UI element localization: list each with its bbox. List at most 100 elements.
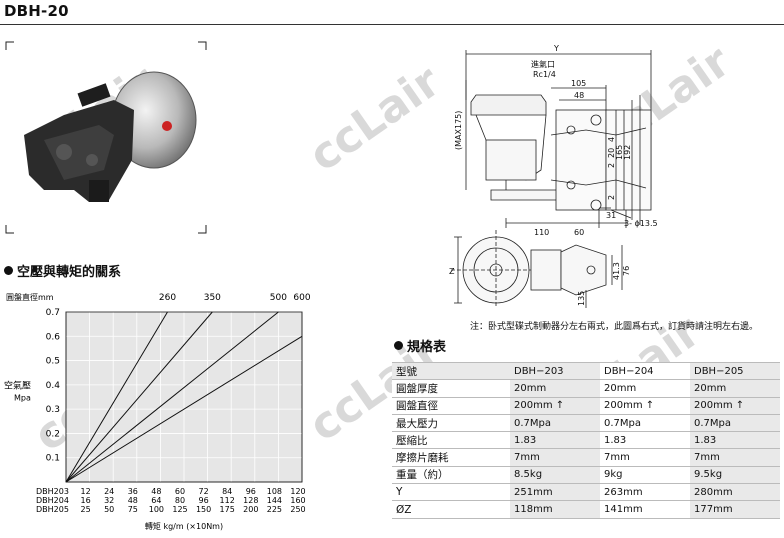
spec-value-cell: DBH−204 bbox=[600, 361, 690, 380]
page-title: DBH-20 bbox=[4, 2, 69, 20]
dim-y: Y bbox=[553, 44, 559, 53]
dim-135: 135 bbox=[577, 291, 586, 306]
spec-label-cell: Y bbox=[392, 483, 510, 501]
dim-max-height: (MAX175) bbox=[454, 111, 463, 150]
x-tick-label: 96 bbox=[246, 487, 256, 496]
spec-value-cell: 7mm bbox=[510, 448, 600, 467]
dim-105: 105 bbox=[571, 79, 586, 88]
inlet-thread: Rc1/4 bbox=[533, 70, 556, 79]
dim-41: 41.3 bbox=[612, 262, 621, 280]
spec-value-cell: 118mm bbox=[510, 500, 600, 519]
y-tick-label: 0.3 bbox=[46, 405, 60, 415]
spec-value-cell: 1.83 bbox=[690, 431, 780, 449]
x-tick-label: 50 bbox=[104, 505, 114, 514]
spec-value-cell: 177mm bbox=[690, 500, 780, 519]
x-tick-label: 32 bbox=[104, 496, 114, 505]
x-tick-label: 96 bbox=[199, 496, 209, 505]
inlet-label: 進氣口 bbox=[531, 59, 555, 69]
spec-value-cell: 200mm ↑ bbox=[510, 396, 600, 415]
spec-value-cell: 141mm bbox=[600, 500, 690, 519]
dim-2a: 2 bbox=[607, 163, 616, 168]
x-tick-label: 36 bbox=[128, 487, 138, 496]
watermark: ccLair bbox=[300, 55, 450, 182]
dim-4: 4 bbox=[607, 137, 616, 142]
dim-z: Z bbox=[449, 267, 455, 276]
x-axis-label: 轉矩 kg/m (×10Nm) bbox=[145, 521, 223, 531]
y-axis-label: 空氣壓 bbox=[4, 380, 31, 392]
spec-label-cell: 重量（約） bbox=[392, 465, 510, 484]
specs-title-text: 規格表 bbox=[407, 340, 447, 355]
x-tick-label: 112 bbox=[220, 496, 235, 505]
product-photo bbox=[5, 41, 207, 234]
spec-value-cell: 7mm bbox=[600, 448, 690, 467]
x-tick-label: 16 bbox=[81, 496, 91, 505]
x-tick-label: 48 bbox=[151, 487, 161, 496]
series-name-label: 600 bbox=[293, 293, 310, 303]
spec-value-cell: 251mm bbox=[510, 483, 600, 501]
spec-label-cell: 壓縮比 bbox=[392, 431, 510, 449]
spec-value-cell: 0.7Mpa bbox=[690, 413, 780, 432]
series-line bbox=[65, 311, 213, 483]
x-tick-label: 12 bbox=[81, 487, 91, 496]
bullet-icon bbox=[4, 266, 13, 275]
y-tick-label: 0.2 bbox=[46, 429, 60, 439]
series-line bbox=[65, 335, 303, 483]
spec-value-cell: 8.5kg bbox=[510, 465, 600, 484]
x-tick-label: 75 bbox=[128, 505, 138, 514]
x-tick-label: 24 bbox=[104, 487, 114, 496]
x-tick-label: 200 bbox=[243, 505, 258, 514]
technical-drawing: Y 進氣口 Rc1/4 (MAX175) 105 48 4 20 2 165 1… bbox=[449, 44, 658, 308]
spec-value-cell: 7mm bbox=[690, 448, 780, 467]
y-tick-label: 0.4 bbox=[46, 381, 61, 391]
x-tick-label: 100 bbox=[149, 505, 164, 514]
series-name-label: 500 bbox=[270, 293, 287, 303]
x-tick-label: 250 bbox=[290, 505, 305, 514]
dim-hole: 3- ϕ13.5 bbox=[624, 219, 658, 228]
header-divider bbox=[0, 24, 784, 25]
dim-20: 20 bbox=[607, 148, 616, 158]
x-tick-label: 25 bbox=[81, 505, 91, 514]
y-axis-unit: Mpa bbox=[14, 394, 31, 403]
x-tick-label: 108 bbox=[267, 487, 282, 496]
dim-2b: 2 bbox=[607, 195, 616, 200]
dim-76: 76 bbox=[622, 266, 631, 276]
series-name-label: 350 bbox=[204, 293, 221, 303]
specs-title: 規格表 bbox=[394, 336, 446, 355]
y-tick-label: 0.1 bbox=[46, 454, 60, 464]
spec-value-cell: 9kg bbox=[600, 465, 690, 484]
x-tick-label: 48 bbox=[128, 496, 138, 505]
series-name-label: 260 bbox=[159, 293, 176, 303]
model-row-label: DBH204 bbox=[36, 496, 69, 505]
spec-value-cell: 280mm bbox=[690, 483, 780, 501]
spec-value-cell: 0.7Mpa bbox=[600, 413, 690, 432]
spec-label-cell: 型號 bbox=[392, 361, 510, 380]
x-tick-label: 160 bbox=[290, 496, 305, 505]
relation-title: 空壓與轉矩的關系 bbox=[4, 261, 121, 280]
x-tick-label: 125 bbox=[172, 505, 187, 514]
series-label: 圓盤直徑mm bbox=[6, 292, 54, 302]
spec-value-cell: 263mm bbox=[600, 483, 690, 501]
spec-value-cell: 20mm bbox=[510, 379, 600, 398]
spec-value-cell: DBH−203 bbox=[510, 361, 600, 380]
spec-label-cell: 圓盤直徑 bbox=[392, 396, 510, 415]
spec-value-cell: 200mm ↑ bbox=[600, 396, 690, 415]
y-tick-label: 0.6 bbox=[46, 332, 61, 342]
x-tick-label: 80 bbox=[175, 496, 185, 505]
spec-value-cell: DBH−205 bbox=[690, 361, 780, 380]
spec-value-cell: 0.7Mpa bbox=[510, 413, 600, 432]
dim-60: 60 bbox=[574, 228, 584, 237]
x-tick-label: 120 bbox=[290, 487, 305, 496]
series-line bbox=[65, 311, 279, 483]
y-tick-label: 0.5 bbox=[46, 357, 60, 367]
dim-31: 31 bbox=[606, 211, 616, 220]
spec-value-cell: 200mm ↑ bbox=[690, 396, 780, 415]
dim-192: 192 bbox=[623, 145, 632, 160]
